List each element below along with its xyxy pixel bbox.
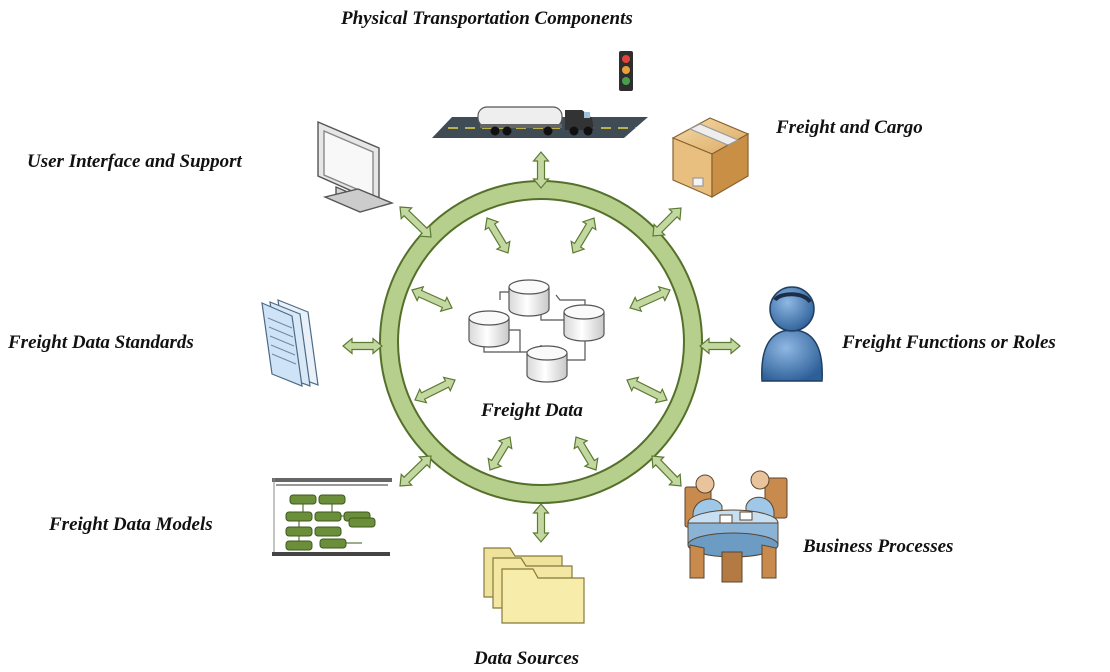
label-user-interface: User Interface and Support [27, 151, 242, 172]
meeting-table-icon [684, 470, 788, 583]
arrow-business-processes [651, 455, 682, 487]
cardboard-box-icon [671, 117, 750, 199]
arrow-inner-lower-left [414, 376, 456, 404]
arrow-user-interface [399, 206, 432, 238]
database-network-icon [468, 279, 605, 383]
arrow-freight-data-standards [342, 337, 383, 355]
label-freight-and-cargo: Freight and Cargo [776, 117, 923, 138]
arrow-inner-top-left [484, 217, 511, 254]
arrow-data-sources [532, 503, 550, 543]
label-freight-data: Freight Data [481, 400, 583, 421]
arrow-inner-bottom-left [487, 436, 513, 471]
arrow-freight-functions-roles [699, 337, 741, 355]
person-icon [761, 286, 823, 382]
label-freight-data-standards: Freight Data Standards [8, 332, 194, 353]
label-freight-functions-roles: Freight Functions or Roles [842, 332, 1056, 353]
arrow-freight-and-cargo [652, 207, 682, 237]
arrow-inner-top-right [570, 217, 597, 254]
label-data-sources: Data Sources [474, 648, 580, 669]
label-business-processes: Business Processes [803, 536, 954, 557]
label-freight-data-models: Freight Data Models [49, 514, 213, 535]
arrow-inner-upper-right [629, 285, 671, 313]
freight-data-ring [379, 180, 703, 504]
arrow-physical-transportation [532, 151, 550, 189]
folders-icon [483, 547, 585, 624]
monitor-icon [317, 120, 395, 213]
truck-road-traffic-light-icon [432, 51, 648, 138]
arrow-inner-upper-left [411, 285, 453, 313]
documents-stack-icon [261, 299, 319, 387]
data-model-blocks-icon [272, 478, 392, 556]
arrows-layer [342, 151, 741, 543]
arrow-inner-bottom-right [573, 436, 599, 471]
arrow-inner-lower-right [626, 376, 668, 404]
label-physical-transportation: Physical Transportation Components [341, 8, 633, 29]
arrow-freight-data-models [399, 455, 432, 487]
